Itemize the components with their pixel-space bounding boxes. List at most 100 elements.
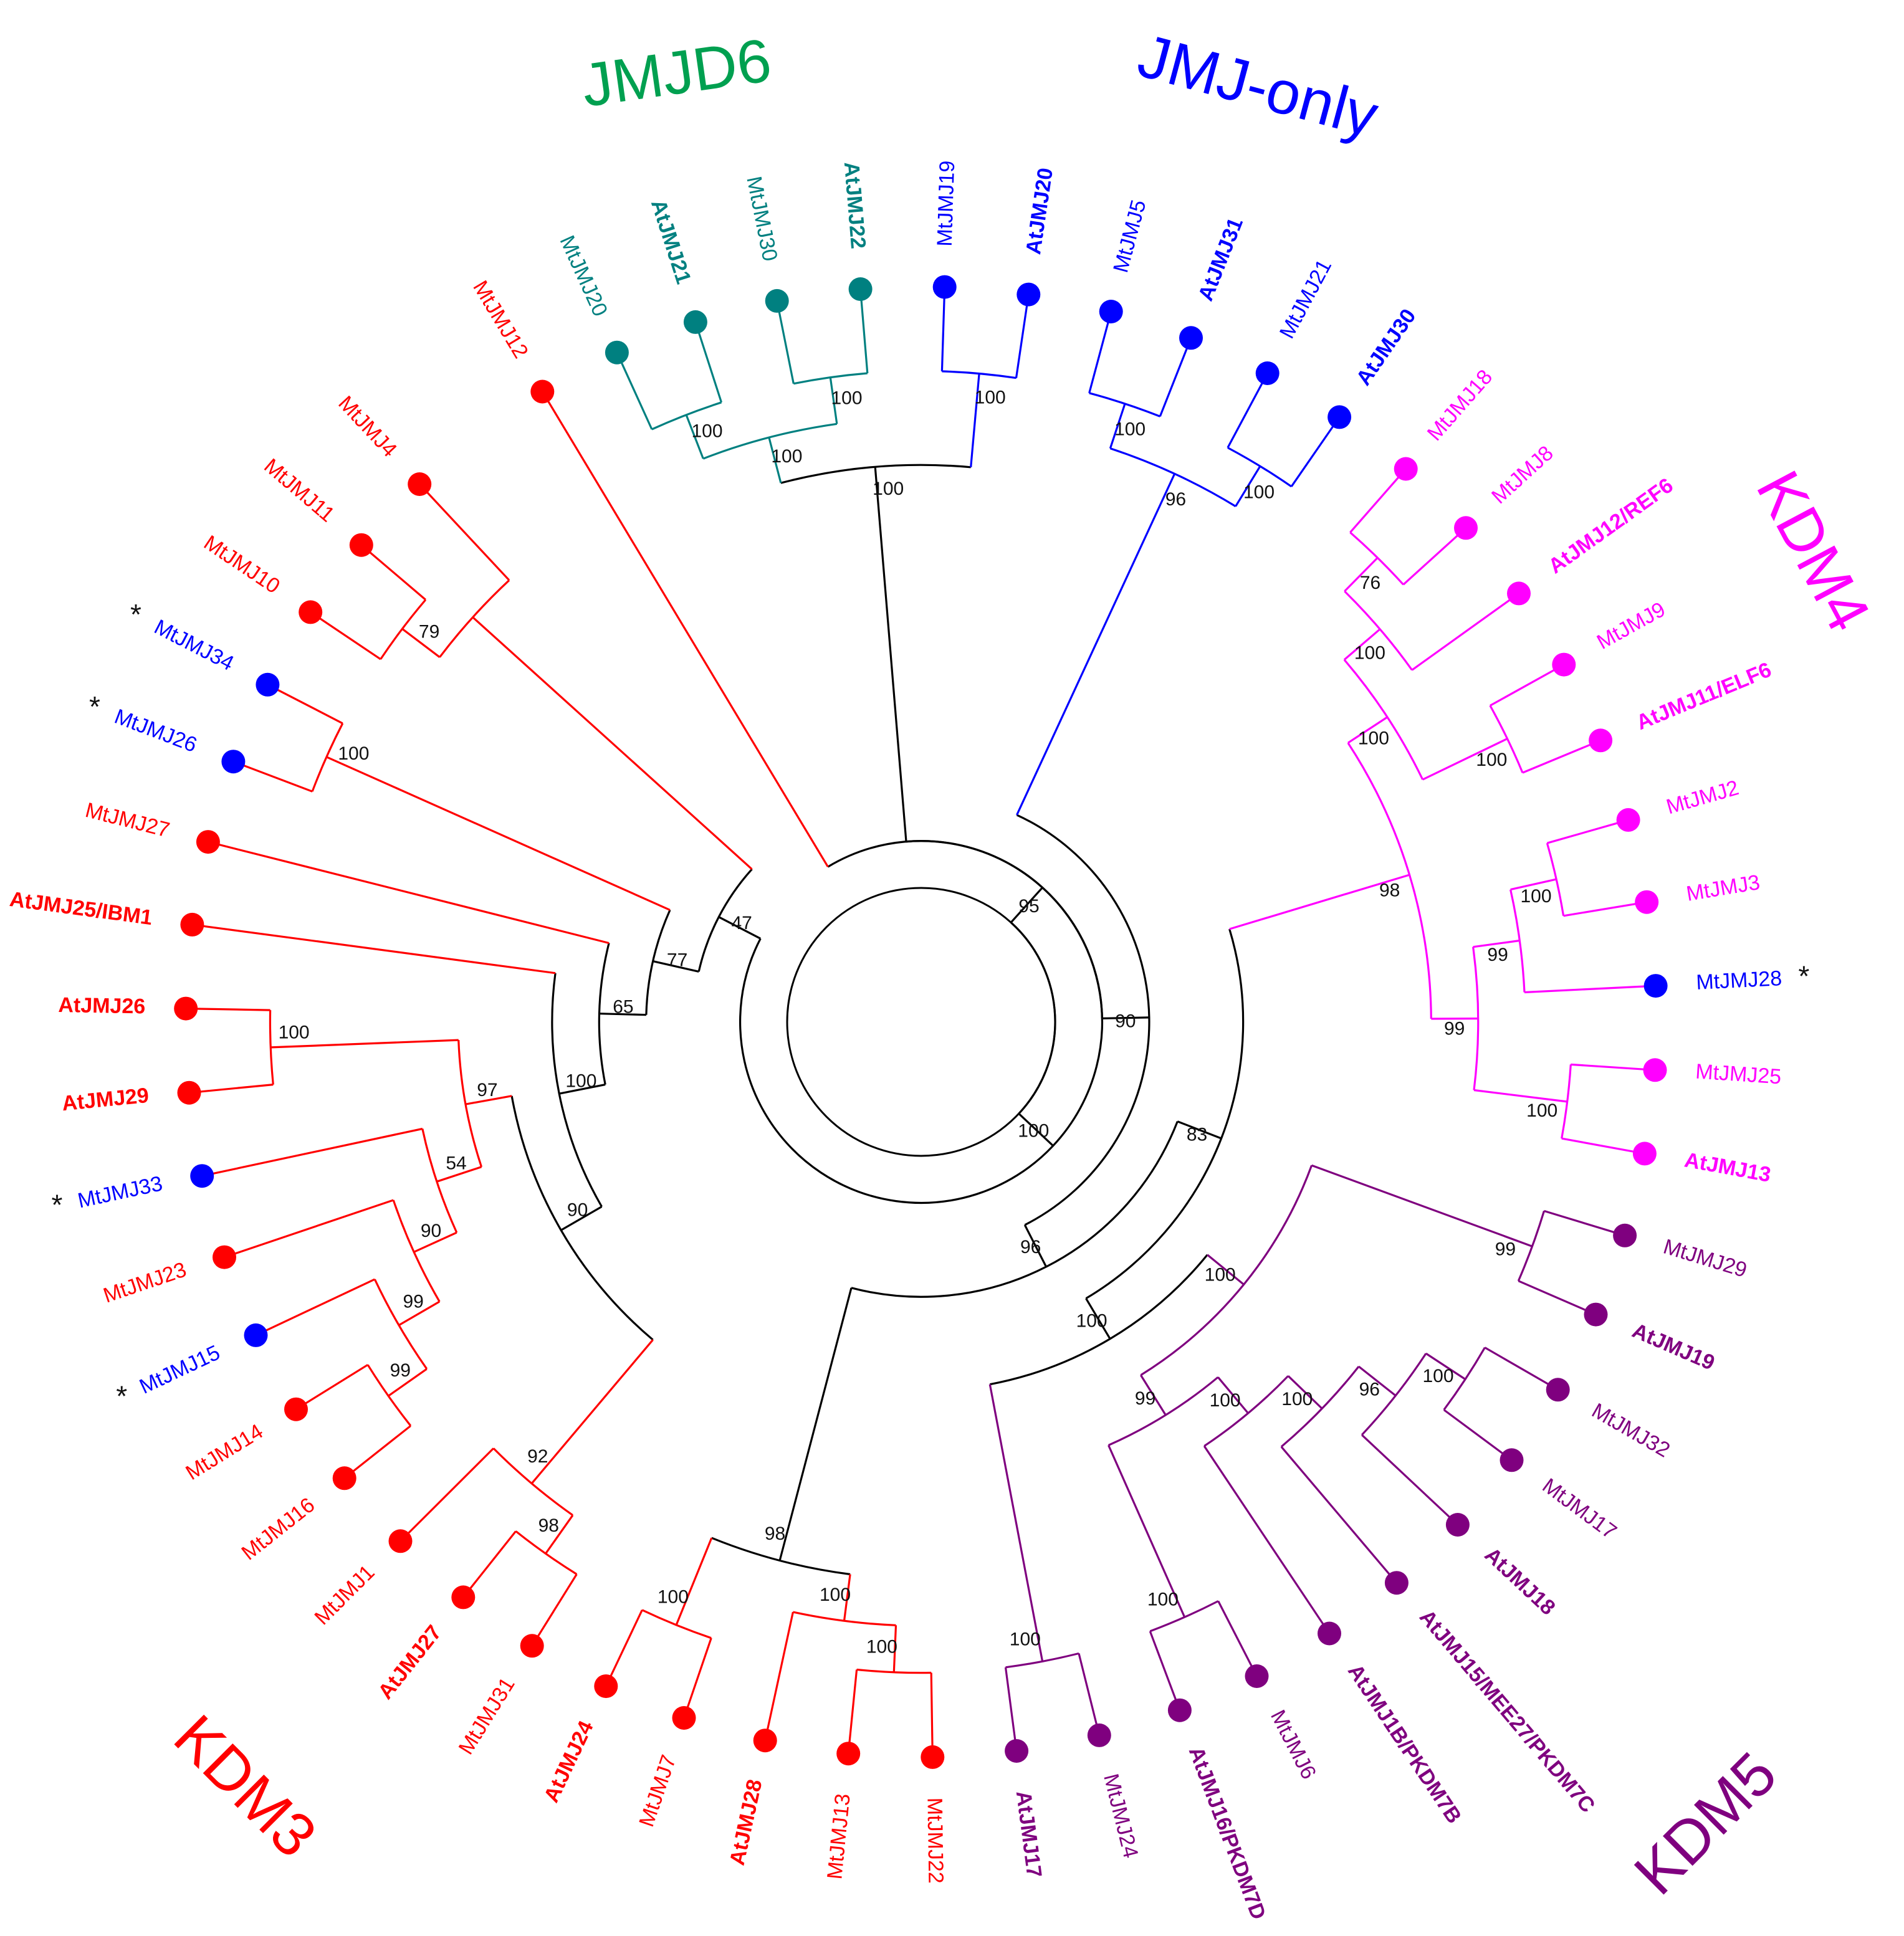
branch-line xyxy=(1349,468,1407,533)
leaf-label: AtJMJ26 xyxy=(58,993,146,1019)
tip-dot xyxy=(1005,1739,1029,1763)
branch-line xyxy=(530,1339,654,1484)
branch-line xyxy=(1229,874,1410,930)
branch-arc xyxy=(1016,814,1151,1226)
branch-line xyxy=(192,923,556,975)
branch-arc xyxy=(1107,1376,1219,1446)
branch-line xyxy=(1217,1600,1258,1677)
leaf-label: MtJMJ34 xyxy=(150,615,237,675)
leaf-label: MtJMJ3 xyxy=(1685,870,1762,906)
support-value: 100 xyxy=(1358,728,1389,749)
leaf-label: MtJMJ6 xyxy=(1266,1706,1321,1783)
branch-line xyxy=(874,467,907,842)
clade-title-jmjd6: JMJD6 xyxy=(578,26,775,120)
star-marker: * xyxy=(52,1188,63,1221)
branch-arc xyxy=(851,1121,1179,1298)
tip-dot xyxy=(848,277,873,301)
clade-title-kdm4: KDM4 xyxy=(1744,460,1884,642)
branch-arc xyxy=(1203,1375,1289,1447)
tip-dot xyxy=(1500,1448,1524,1472)
leaf-label: MtJMJ21 xyxy=(1275,255,1336,343)
branch-line xyxy=(988,1384,1044,1662)
branch-line xyxy=(1023,1224,1048,1267)
leaf-label: MtJMJ23 xyxy=(100,1257,189,1307)
leaf-label: MtJMJ16 xyxy=(237,1493,320,1565)
support-value: 100 xyxy=(691,421,722,442)
tip-dot xyxy=(1384,1571,1409,1595)
branch-line xyxy=(436,1166,482,1183)
branch-line xyxy=(541,391,829,867)
branch-line xyxy=(694,322,723,403)
branch-line xyxy=(768,437,782,484)
leaf-label: AtJMJ1B/PKDM7B xyxy=(1343,1660,1466,1828)
branch-line xyxy=(255,1278,375,1337)
branch-line xyxy=(232,760,313,793)
support-value: 100 xyxy=(1281,1389,1313,1409)
branch-line xyxy=(399,1447,494,1542)
branch-line xyxy=(201,1127,423,1177)
branch-line xyxy=(1563,901,1647,917)
branch-line xyxy=(1443,1409,1513,1461)
support-value: 100 xyxy=(1354,642,1385,663)
support-value: 100 xyxy=(1526,1100,1557,1121)
support-value: 47 xyxy=(732,913,752,933)
leaf-label: MtJMJ2 xyxy=(1663,776,1741,819)
branch-line xyxy=(1088,311,1112,394)
tip-dot xyxy=(190,1164,214,1188)
branch-line xyxy=(1422,738,1508,781)
branch-line xyxy=(1018,1113,1054,1147)
support-value: 99 xyxy=(390,1360,411,1381)
tip-dot xyxy=(1643,974,1668,998)
support-value: 100 xyxy=(1520,886,1551,907)
branch-line xyxy=(360,544,426,601)
leaf-label: AtJMJ13 xyxy=(1683,1148,1772,1186)
leaf-label: MtJMJ24 xyxy=(1099,1771,1142,1861)
leaf-label: MtJMJ10 xyxy=(199,531,284,598)
leaf-label: AtJMJ24 xyxy=(539,1717,598,1806)
branch-line xyxy=(1227,373,1269,449)
branch-arc xyxy=(510,1095,654,1341)
branch-line xyxy=(1473,939,1520,948)
leaf-label: MtJMJ30 xyxy=(742,174,782,264)
branch-line xyxy=(685,414,704,459)
branch-line xyxy=(1402,527,1467,586)
branch-arc xyxy=(1280,1366,1360,1448)
branch-line xyxy=(388,1368,428,1397)
leaf-label: AtJMJ20 xyxy=(1021,166,1058,256)
branch-line xyxy=(1015,294,1030,378)
support-value: 100 xyxy=(1147,1590,1179,1610)
tip-dot xyxy=(932,275,957,299)
leaf-label: MtJMJ15 xyxy=(136,1341,224,1399)
branch-arc xyxy=(739,840,1103,1204)
branch-line xyxy=(560,1206,603,1231)
tip-dot xyxy=(1589,728,1613,753)
branch-line xyxy=(605,1609,643,1687)
tip-dot xyxy=(1643,1058,1667,1082)
branch-line xyxy=(1159,337,1192,417)
branch-arc xyxy=(1085,928,1245,1300)
tip-dot xyxy=(530,379,555,404)
support-value: 99 xyxy=(1444,1019,1465,1039)
branch-line xyxy=(1311,1164,1533,1247)
support-value: 100 xyxy=(866,1637,897,1657)
branch-line xyxy=(1347,716,1388,744)
support-value: 100 xyxy=(1018,1121,1049,1142)
leaf-label: MtJMJ26 xyxy=(112,705,200,757)
support-value: 100 xyxy=(1422,1366,1453,1386)
tip-dot xyxy=(299,600,323,624)
leaf-label: AtJMJ19 xyxy=(1629,1318,1718,1375)
branch-line xyxy=(1140,1375,1167,1416)
leaf-label: MtJMJ32 xyxy=(1588,1399,1674,1462)
tip-dot xyxy=(1507,581,1531,606)
branch-line xyxy=(401,627,441,658)
support-value: 99 xyxy=(1487,945,1508,965)
leaf-label: MtJMJ19 xyxy=(933,160,959,247)
support-value: 90 xyxy=(1115,1011,1136,1031)
tip-dot xyxy=(1179,326,1203,350)
branch-line xyxy=(847,1669,858,1754)
tip-dot xyxy=(1328,405,1352,429)
branch-line xyxy=(829,377,838,424)
leaf-label: MtJMJ13 xyxy=(823,1793,854,1881)
branch-line xyxy=(1016,473,1176,816)
branch-line xyxy=(1510,878,1557,891)
